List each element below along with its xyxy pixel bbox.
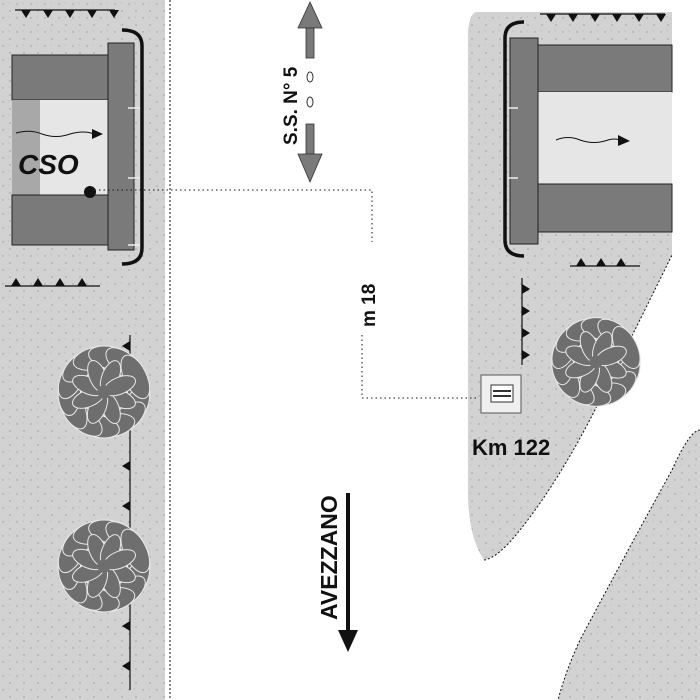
left-headwall-bracket	[121, 28, 144, 266]
embankment-tick-icon	[568, 14, 578, 22]
left-headwall	[107, 42, 135, 251]
direction-label: AVEZZANO	[316, 495, 342, 620]
left-channel-outlet-band	[12, 100, 40, 195]
embankment-tick-icon	[77, 278, 87, 286]
left-channel-bottom-wall	[11, 194, 113, 246]
embankment-tick-icon	[522, 306, 530, 316]
direction-arrow-icon	[338, 493, 358, 652]
embankment-tick-icon	[109, 10, 119, 18]
road-name-label: S.S. N° 5	[281, 66, 302, 145]
measurement-line	[90, 189, 478, 399]
embankment-tick-icon	[55, 278, 65, 286]
embankment-tick-icon	[122, 501, 130, 511]
double-arrow-icon	[297, 1, 323, 184]
embankment-tick-icon	[546, 14, 556, 22]
embankment-tick-icon	[11, 278, 21, 286]
embankment-tick-icon	[596, 258, 606, 266]
embankment-tick-icon	[576, 258, 586, 266]
lower-right-ground	[558, 430, 700, 700]
kilometre-label: Km 122	[472, 435, 550, 460]
flow-arrow-icon	[555, 135, 630, 146]
right-channel-top-wall	[537, 44, 673, 93]
right-channel-bottom-wall	[537, 183, 673, 233]
embankment-tick-icon	[656, 14, 666, 22]
embankment-tick-icon	[21, 10, 31, 18]
embankment-tick-icon	[612, 14, 622, 22]
lower-right-edge-line	[557, 429, 700, 700]
left-channel	[11, 28, 144, 266]
embankment-tick-icon	[590, 14, 600, 22]
trees	[57, 317, 641, 613]
right-channel	[503, 20, 673, 258]
right-headwall-bracket	[503, 20, 525, 258]
right-channel-water	[538, 92, 672, 184]
embankment-tick-icon	[522, 284, 530, 294]
embankment-tick-icon	[33, 278, 43, 286]
embankment-tick-icon	[122, 341, 130, 351]
embankment-tick-icon	[122, 461, 130, 471]
left-channel-top-wall	[11, 54, 113, 101]
flow-arrow-icon	[15, 129, 103, 139]
embankment-tick-icon	[65, 10, 75, 18]
embankment-tick-icon	[634, 14, 644, 22]
embankment-tick-icon	[87, 10, 97, 18]
embankment-tick-icon	[122, 661, 130, 671]
distance-label: m 18	[359, 284, 380, 327]
embankment-tick-icon	[522, 328, 530, 338]
station-code-label: CSO	[18, 149, 79, 180]
embankment-tick-icon	[616, 258, 626, 266]
tree-icon	[57, 345, 151, 439]
embankment-tick-icon	[43, 10, 53, 18]
embankment-tick-icon	[122, 621, 130, 631]
right-road-edge-line	[483, 254, 673, 561]
tree-icon	[57, 519, 151, 613]
embankment-tick-icon	[522, 350, 530, 360]
right-headwall	[509, 37, 539, 245]
station-point-icon	[84, 186, 96, 198]
tree-icon	[551, 317, 641, 407]
gauge-station-icon	[480, 374, 522, 414]
